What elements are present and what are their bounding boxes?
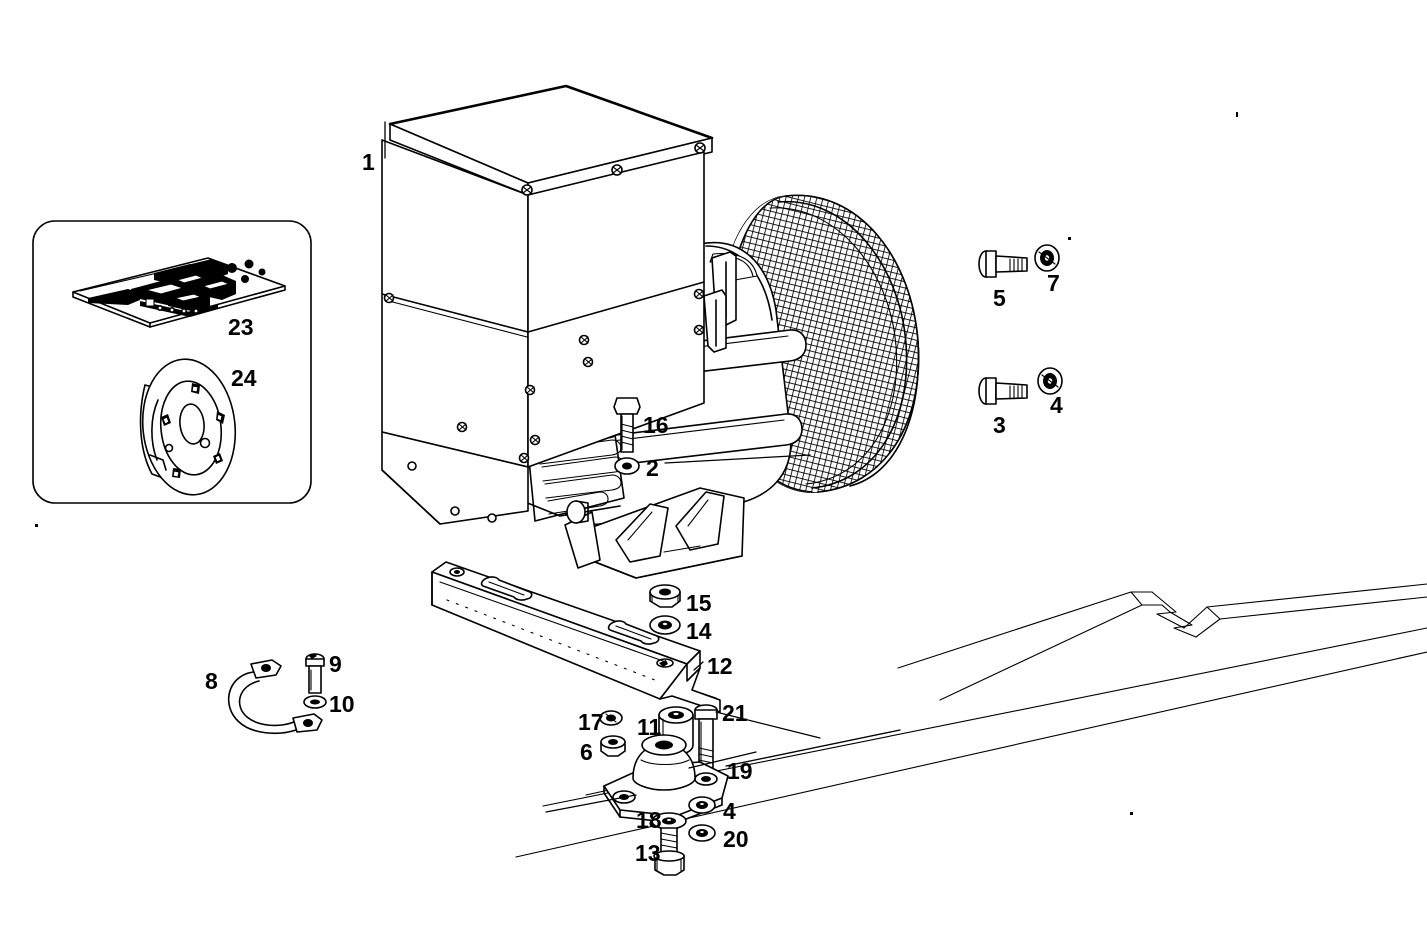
mounting-feet <box>564 487 745 579</box>
callout-2: 2 <box>646 455 659 481</box>
mount-bolt-21 <box>694 704 718 770</box>
lid-screws <box>521 142 706 196</box>
disc-bolt-holes <box>161 383 225 478</box>
hex-bolt-13 <box>653 827 685 876</box>
ground-strap-8 <box>228 659 323 735</box>
lifting-bracket <box>703 251 737 353</box>
callout-13: 13 <box>635 840 661 866</box>
bolt-16 <box>613 397 641 453</box>
box-screws <box>383 288 705 464</box>
hex-nut-15 <box>649 584 681 608</box>
bolt-3 <box>978 377 1028 405</box>
housing-boss <box>566 500 589 524</box>
callout-4: 4 <box>1050 392 1063 418</box>
flex-coupling-disc-24 <box>139 358 237 496</box>
callout-14: 14 <box>686 618 712 644</box>
callout-10: 10 <box>329 691 355 717</box>
terminal-box <box>381 84 714 525</box>
hex-nut-6 <box>600 735 626 757</box>
lock-washer-7 <box>1034 244 1060 272</box>
screw-9 <box>305 653 325 694</box>
callout-20: 20 <box>723 826 749 852</box>
callout-16: 16 <box>643 412 669 438</box>
lock-washer-4-upper <box>1037 367 1063 395</box>
mounting-rail-12 <box>431 561 721 713</box>
scan-speck <box>1236 112 1238 117</box>
washer-17 <box>599 710 623 726</box>
callout-9: 9 <box>329 651 342 677</box>
circuit-board-23 <box>72 257 286 328</box>
callout-11: 11 <box>637 714 662 740</box>
callout-24: 24 <box>231 365 257 391</box>
callout-12: 12 <box>707 653 733 679</box>
callout-labels: 1 5 7 3 4 16 2 15 14 12 8 9 10 17 11 21 … <box>205 149 1063 866</box>
pcb-pins <box>157 304 200 314</box>
callout-19: 19 <box>727 758 753 784</box>
washer-20 <box>688 824 716 842</box>
rail-slot <box>607 620 660 645</box>
scan-speck <box>35 524 38 527</box>
lock-washer-4-lower <box>688 796 716 814</box>
callout-18: 18 <box>636 807 662 833</box>
scan-speck <box>1130 812 1133 815</box>
callout-1: 1 <box>362 149 375 175</box>
callout-3: 3 <box>993 412 1006 438</box>
washer-2 <box>614 457 640 475</box>
callout-4b: 4 <box>723 798 736 824</box>
callout-15: 15 <box>686 590 712 616</box>
callout-5: 5 <box>993 285 1006 311</box>
callout-21: 21 <box>722 700 748 726</box>
pcb-highlights <box>145 274 230 307</box>
detail-inset-panel <box>32 220 312 504</box>
callout-6: 6 <box>580 739 593 765</box>
callout-8: 8 <box>205 668 218 694</box>
leader-lines <box>384 121 901 813</box>
callout-23: 23 <box>228 314 254 340</box>
large-washer-18 <box>651 812 687 830</box>
scan-speck <box>1068 237 1071 240</box>
callout-17: 17 <box>578 709 604 735</box>
washer-10 <box>303 695 327 709</box>
washer-14 <box>649 615 681 635</box>
bolt-5 <box>978 250 1028 278</box>
rail-slot <box>480 576 533 601</box>
callout-7: 7 <box>1047 270 1060 296</box>
